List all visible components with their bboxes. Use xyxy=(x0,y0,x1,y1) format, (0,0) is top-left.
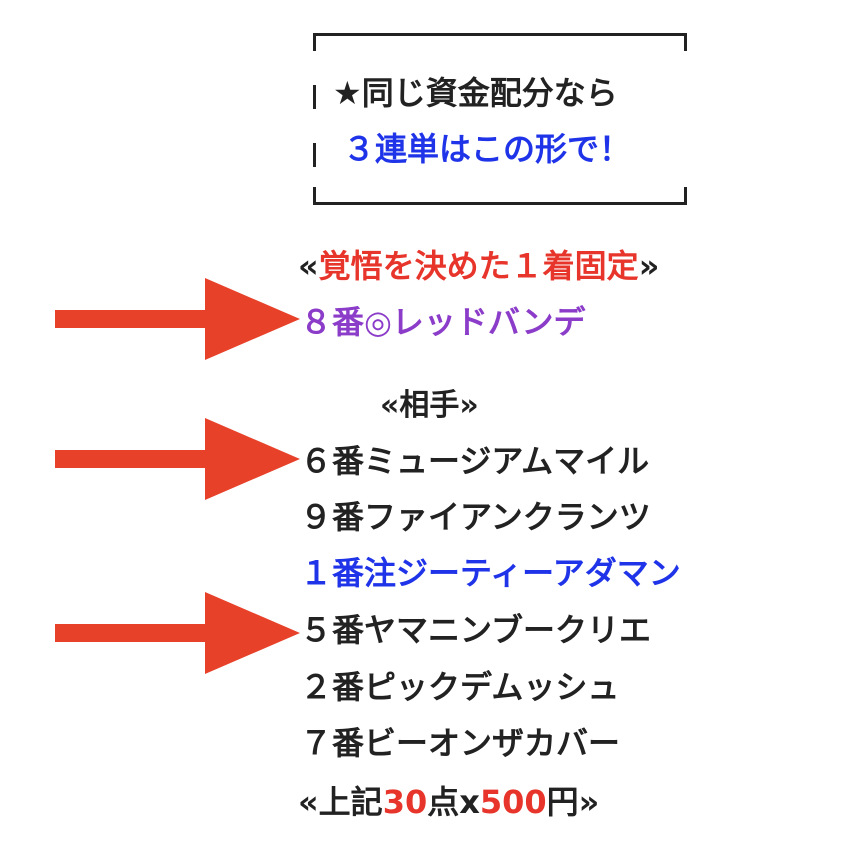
box-top-edge xyxy=(313,33,687,36)
first-place-horse: ８番◎レッドバンデ xyxy=(300,303,586,341)
summary-currency-close: 円» xyxy=(546,783,600,821)
partner-horse-4: ５番ヤマニンブークリエ xyxy=(300,611,652,649)
partner-horse-2: ９番ファイアンクランツ xyxy=(300,498,651,536)
partner-horse-6: ７番ビーオンザカバー xyxy=(300,724,621,762)
arrow-icon-shape xyxy=(55,592,300,674)
arrow-icon-shape xyxy=(55,278,300,360)
summary-points: 30 xyxy=(382,783,428,821)
arrow-icon xyxy=(55,278,300,360)
summary-amount: 500 xyxy=(479,783,547,821)
arrow-icon xyxy=(55,418,300,500)
partner-horse-3: １番注ジーティーアダマン xyxy=(300,554,681,592)
summary-line: «上記30点x500円» xyxy=(298,782,599,822)
first-place-heading: «覚悟を決めた１着固定» xyxy=(298,246,659,286)
box-line-1: ★同じ資金配分なら xyxy=(333,74,618,112)
summary-points-suffix: 点x xyxy=(427,783,480,821)
box-left-edge-mid2 xyxy=(313,143,316,167)
summary-open: «上記 xyxy=(298,783,383,821)
arrow-icon-shape xyxy=(55,418,300,500)
box-right-edge-bottom xyxy=(684,187,687,205)
partner-horse-1: ６番ミュージアムマイル xyxy=(300,442,650,480)
first-place-label: 覚悟を決めた１着固定 xyxy=(318,247,639,285)
partner-horse-5: ２番ピックデムッシュ xyxy=(300,668,620,706)
heading-close-quote: » xyxy=(638,247,660,285)
box-left-edge-top xyxy=(313,33,316,51)
highlight-box xyxy=(313,33,687,205)
heading-open-quote: « xyxy=(298,247,319,285)
arrow-icon xyxy=(55,592,300,674)
box-left-edge-mid1 xyxy=(313,85,316,109)
partners-heading: «相手» xyxy=(380,388,479,423)
box-line-2: ３連単はこの形で！ xyxy=(343,130,632,168)
box-right-edge-top xyxy=(684,33,687,51)
box-left-edge-bottom xyxy=(313,187,316,205)
box-bottom-edge xyxy=(313,202,687,205)
